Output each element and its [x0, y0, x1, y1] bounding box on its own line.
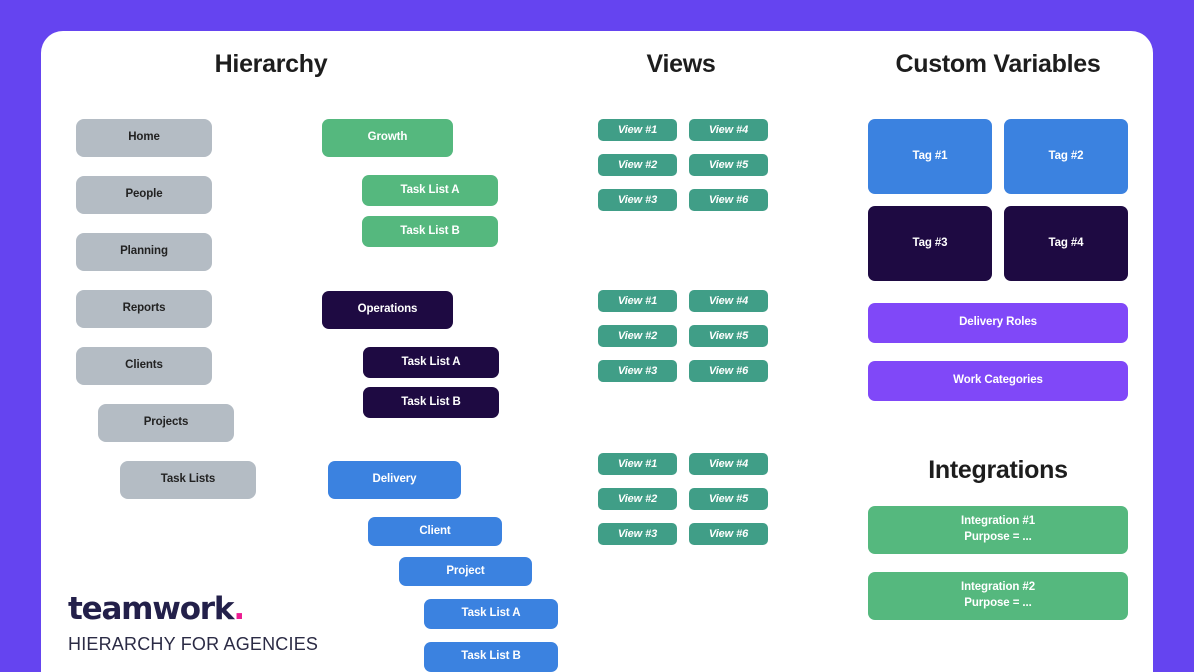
integration-purpose: Purpose = ...: [964, 597, 1032, 609]
views-group-delivery-view-1[interactable]: View #1: [598, 453, 677, 475]
hierarchy-nav-item-projects[interactable]: Projects: [98, 404, 234, 442]
views-group-operations-view-6[interactable]: View #6: [689, 360, 768, 382]
hierarchy-nav-item-clients[interactable]: Clients: [76, 347, 212, 385]
hierarchy-nav-item-task-lists[interactable]: Task Lists: [120, 461, 256, 499]
views-group-delivery-view-4[interactable]: View #4: [689, 453, 768, 475]
custom-variable-bar-work-categories[interactable]: Work Categories: [868, 361, 1128, 401]
custom-variable-tag-tag-4[interactable]: Tag #4: [1004, 206, 1128, 281]
delivery-group-node-task-list-a[interactable]: Task List A: [424, 599, 558, 629]
views-group-operations-view-2[interactable]: View #2: [598, 325, 677, 347]
delivery-group-node-project[interactable]: Project: [399, 557, 532, 586]
views-group-delivery-view-3[interactable]: View #3: [598, 523, 677, 545]
operations-group-node-task-list-a[interactable]: Task List A: [363, 347, 499, 378]
logo-wordmark: teamwork.: [68, 594, 318, 625]
views-group-delivery-view-5[interactable]: View #5: [689, 488, 768, 510]
custom-variable-tag-tag-3[interactable]: Tag #3: [868, 206, 992, 281]
column-title-custom-variables: Custom Variables: [895, 50, 1101, 78]
views-group-operations-view-4[interactable]: View #4: [689, 290, 768, 312]
growth-group-node-task-list-b[interactable]: Task List B: [362, 216, 498, 247]
views-group-delivery-view-2[interactable]: View #2: [598, 488, 677, 510]
custom-variable-tag-tag-1[interactable]: Tag #1: [868, 119, 992, 194]
custom-variable-bar-delivery-roles[interactable]: Delivery Roles: [868, 303, 1128, 343]
custom-variable-tag-tag-2[interactable]: Tag #2: [1004, 119, 1128, 194]
logo-tagline: HIERARCHY FOR AGENCIES: [68, 634, 319, 654]
views-group-growth-view-6[interactable]: View #6: [689, 189, 768, 211]
integration-name: Integration #2: [960, 581, 1035, 594]
hierarchy-nav-item-planning[interactable]: Planning: [76, 233, 212, 271]
integration-item-integration-1[interactable]: Integration #1 Purpose = ...: [868, 506, 1128, 554]
views-group-growth-view-2[interactable]: View #2: [598, 154, 677, 176]
views-group-delivery-view-6[interactable]: View #6: [689, 523, 768, 545]
teamwork-logo: teamwork. HIERARCHY FOR AGENCIES: [68, 594, 318, 655]
integration-item-integration-2[interactable]: Integration #2 Purpose = ...: [868, 572, 1128, 620]
hierarchy-nav-item-people[interactable]: People: [76, 176, 212, 214]
delivery-group-node-task-list-b[interactable]: Task List B: [424, 642, 558, 672]
growth-group-node-growth[interactable]: Growth: [322, 119, 453, 157]
views-group-operations-view-1[interactable]: View #1: [598, 290, 677, 312]
integration-name: Integration #1: [960, 515, 1035, 528]
logo-dot: .: [233, 591, 245, 627]
integration-item-labels: Integration #2 Purpose = ...: [961, 580, 1035, 611]
column-title-integrations: Integrations: [928, 456, 1068, 484]
views-group-growth-view-1[interactable]: View #1: [598, 119, 677, 141]
views-group-growth-view-3[interactable]: View #3: [598, 189, 677, 211]
delivery-group-node-client[interactable]: Client: [368, 517, 502, 546]
views-group-growth-view-5[interactable]: View #5: [689, 154, 768, 176]
hierarchy-nav-item-home[interactable]: Home: [76, 119, 212, 157]
views-group-growth-view-4[interactable]: View #4: [689, 119, 768, 141]
column-title-hierarchy: Hierarchy: [214, 50, 328, 78]
operations-group-node-task-list-b[interactable]: Task List B: [363, 387, 499, 418]
column-title-views: Views: [646, 50, 716, 78]
views-group-operations-view-3[interactable]: View #3: [598, 360, 677, 382]
hierarchy-nav-item-reports[interactable]: Reports: [76, 290, 212, 328]
operations-group-node-operations[interactable]: Operations: [322, 291, 453, 329]
logo-wordmark-text: teamwork: [68, 591, 235, 627]
integration-item-labels: Integration #1 Purpose = ...: [961, 514, 1035, 545]
integration-purpose: Purpose = ...: [964, 531, 1032, 543]
growth-group-node-task-list-a[interactable]: Task List A: [362, 175, 498, 206]
views-group-operations-view-5[interactable]: View #5: [689, 325, 768, 347]
delivery-group-node-delivery[interactable]: Delivery: [328, 461, 461, 499]
